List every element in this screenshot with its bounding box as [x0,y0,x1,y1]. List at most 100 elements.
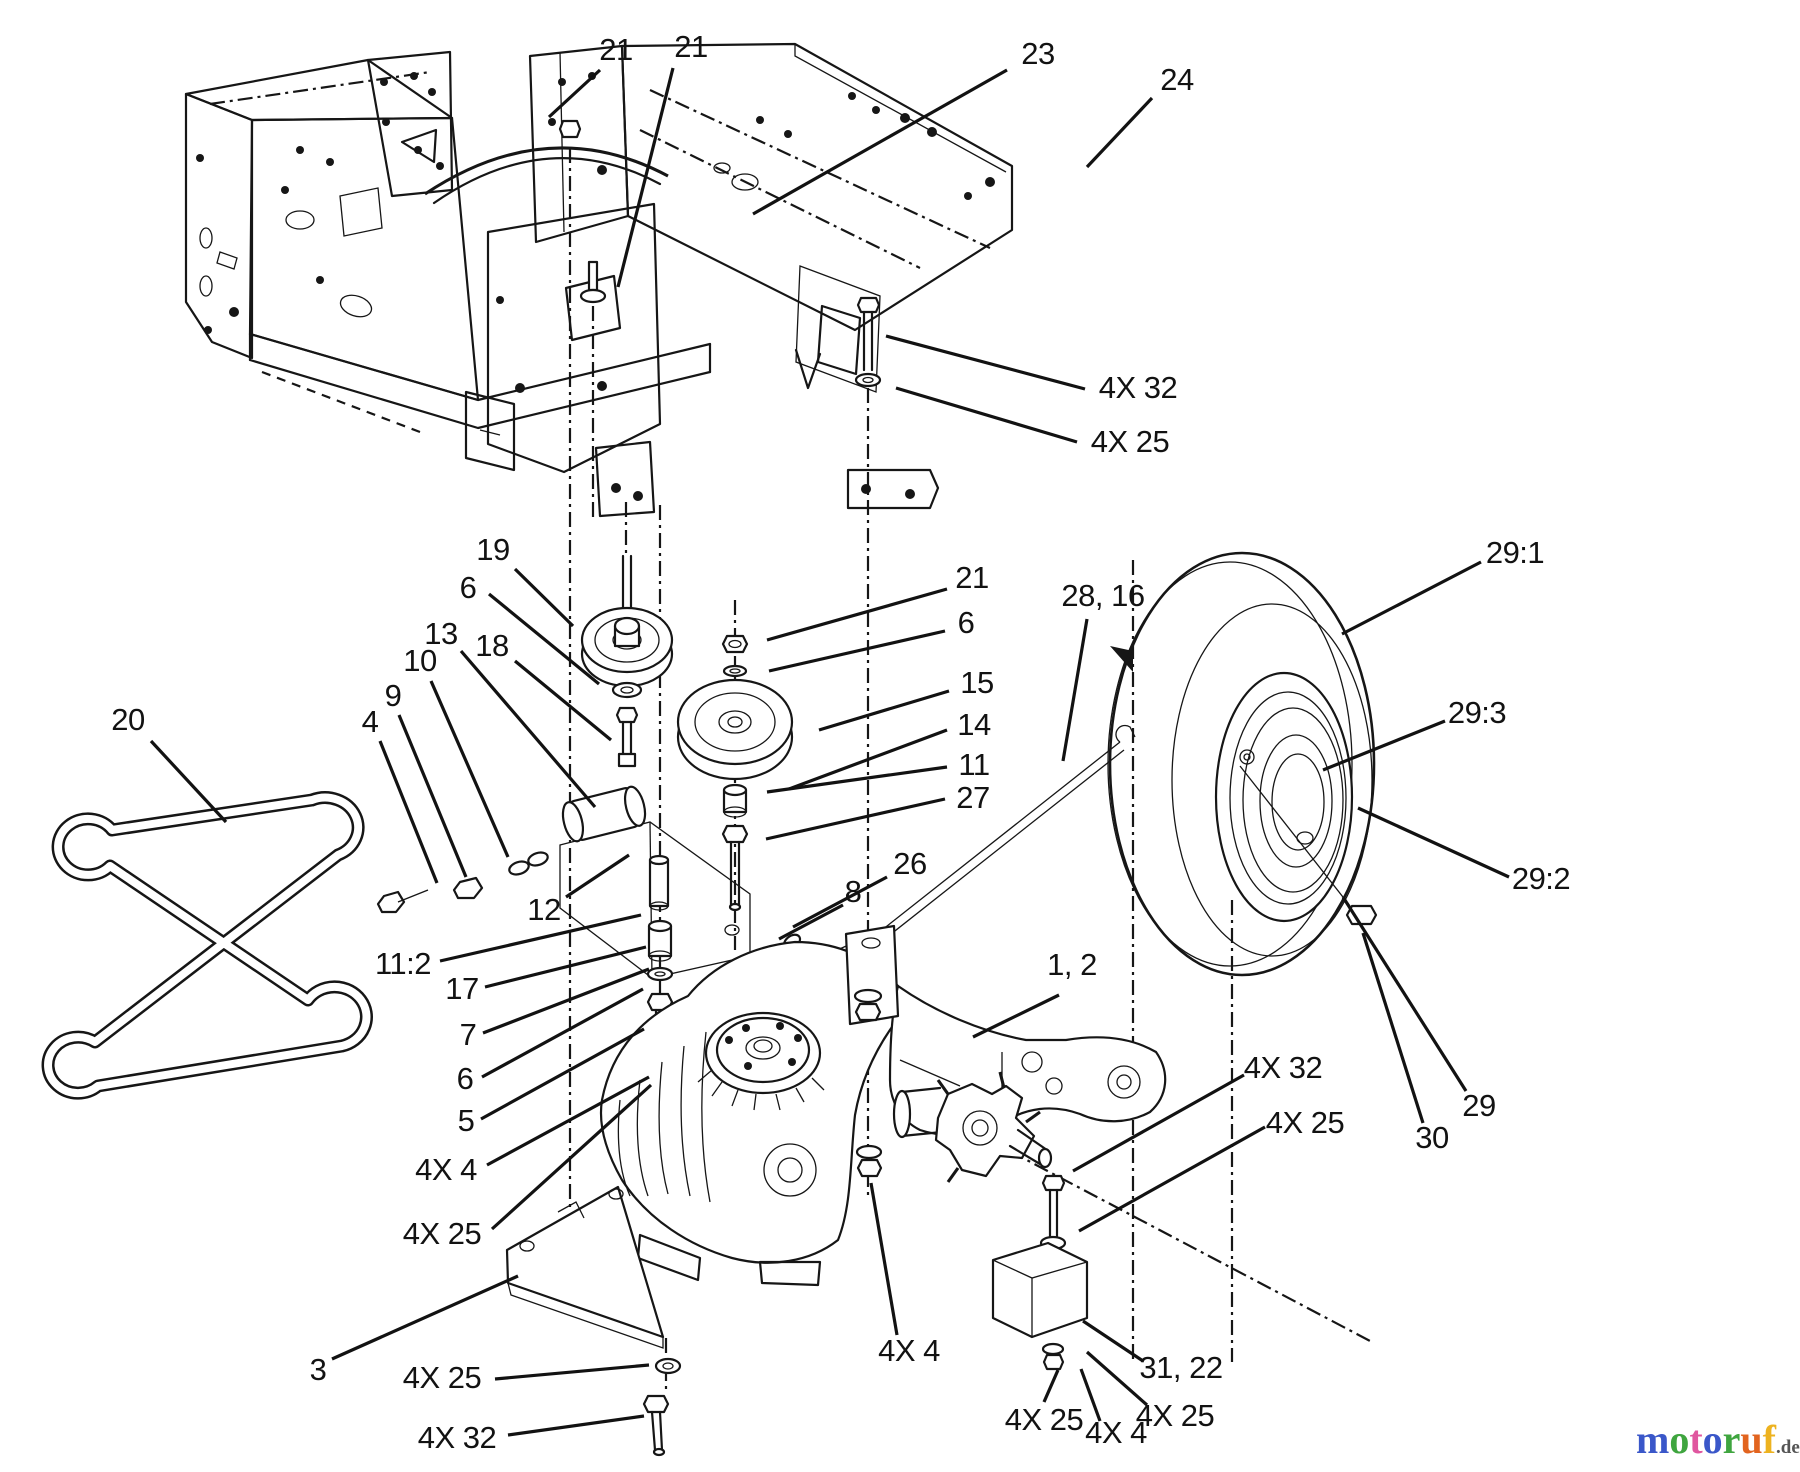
callout-leader-30 [1361,932,1425,1124]
callout-21-top-right: 21 [674,29,707,64]
callout-leader-4x25-left [490,1083,653,1231]
callout-leader-4x32-top [885,334,1086,391]
callout-leader-20 [149,739,228,824]
motoruf-logo-letter: o [1669,1417,1690,1462]
section-flag-icon [1110,646,1133,672]
callout-4x25-right: 4X 25 [1266,1105,1345,1140]
callout-12: 12 [527,892,560,927]
callout-4x25-left: 4X 25 [403,1216,482,1251]
callout-leader-14 [788,728,948,791]
callout-19: 19 [476,532,509,567]
callout-1-2: 1, 2 [1047,947,1097,982]
callout-29-2: 29:2 [1512,861,1570,896]
callout-11-2: 11:2 [375,946,431,981]
motoruf-logo-letter: r [1722,1417,1741,1462]
lug-bolt-30-drawing [1345,904,1378,926]
callout-3: 3 [310,1352,327,1387]
frame-fasteners-drawing [558,119,882,388]
callout-21-top-left: 21 [599,32,632,67]
callout-4x25-br: 4X 25 [1136,1398,1215,1433]
motoruf-logo-letter: u [1740,1417,1763,1462]
callout-28-16: 28, 16 [1061,578,1144,613]
callout-leader-6-low [481,987,644,1079]
callout-leader-29-3 [1322,719,1446,772]
axle-hub-drawing [892,1071,1089,1371]
callout-leader-29 [1341,896,1468,1092]
callout-4: 4 [362,704,379,739]
callout-23: 23 [1021,36,1054,71]
callout-leader-3 [331,1274,519,1361]
callout-leader-23 [752,68,1008,216]
callout-leader-6-left [487,592,601,686]
callout-6-mid: 6 [958,605,975,640]
callout-29-3: 29:3 [1448,695,1506,730]
callout-leader-4x25-top [895,386,1078,444]
callout-15: 15 [960,665,993,700]
callout-leader-27 [765,797,946,841]
callout-leader-4x25-br [1085,1350,1149,1407]
callout-31-22: 31, 22 [1139,1350,1222,1385]
cover-box-drawing [991,1241,1089,1339]
callout-13: 13 [424,616,457,651]
callout-leader-21-top-left [547,68,602,119]
callout-leader-11-2 [439,913,642,963]
wheel-tire-drawing [1107,551,1378,977]
callout-4x25-bl: 4X 25 [403,1360,482,1395]
callout-leader-18 [513,659,613,742]
callout-6-low: 6 [457,1061,474,1096]
callout-leader-7 [482,967,650,1035]
callout-leader-15 [818,689,950,732]
motoruf-logo-letters: motoruf [1636,1417,1776,1462]
callout-leader-4x32-right [1072,1073,1245,1173]
callout-6-left: 6 [460,570,477,605]
callout-4x25-bc: 4X 25 [1005,1402,1084,1437]
callout-4x4-left: 4X 4 [415,1152,477,1187]
callout-17: 17 [445,971,478,1006]
guard-plate-drawing [505,1185,682,1457]
callout-leader-4x4-br [1079,1368,1102,1422]
callout-4x32-right: 4X 32 [1244,1050,1323,1085]
callout-24: 24 [1160,62,1194,97]
callout-leader-26 [792,875,888,929]
callout-leader-29-1 [1341,560,1482,636]
callout-leader-6-mid [768,629,946,673]
callout-leader-31-22 [1082,1319,1144,1363]
callout-30: 30 [1415,1120,1449,1155]
motoruf-logo-letter: f [1762,1417,1776,1462]
callout-10: 10 [403,643,437,678]
callout-4x4-bc: 4X 4 [878,1333,940,1368]
callout-20: 20 [111,702,145,737]
callout-29: 29 [1462,1088,1495,1123]
callout-leader-4x32-bl [507,1414,645,1437]
callout-27: 27 [956,780,989,815]
callout-29-1: 29:1 [1486,535,1544,570]
motoruf-logo[interactable]: motoruf.de [1636,1418,1800,1464]
callout-leader-10 [429,680,510,858]
callout-11: 11 [958,747,989,782]
callout-leader-4x4-left [486,1075,650,1167]
callout-8: 8 [845,874,862,909]
callout-4x4-br: 4X 4 [1085,1415,1147,1450]
pulley-15-drawing [676,634,794,912]
callout-leader-12 [565,853,630,899]
callout-9: 9 [385,678,402,713]
callout-4x32-top: 4X 32 [1099,370,1178,405]
callout-leader-17 [484,945,647,989]
callout-leader-28-16 [1061,618,1089,762]
callout-leader-13 [459,649,597,809]
callout-leader-24 [1085,96,1154,169]
callout-leader-8 [778,903,844,941]
callout-leader-4x25-right [1078,1125,1266,1233]
callout-leader-9 [397,714,468,878]
motoruf-logo-letter: t [1689,1417,1703,1462]
callout-leader-19 [513,567,575,628]
callout-leader-4x25-bl [494,1363,650,1381]
callout-leader-4x4-bc [869,1182,899,1336]
callout-leader-1-2 [972,993,1060,1039]
motoruf-logo-suffix: .de [1776,1437,1800,1458]
callout-leader-21-mid [766,587,948,642]
callout-leader-4 [378,740,439,884]
